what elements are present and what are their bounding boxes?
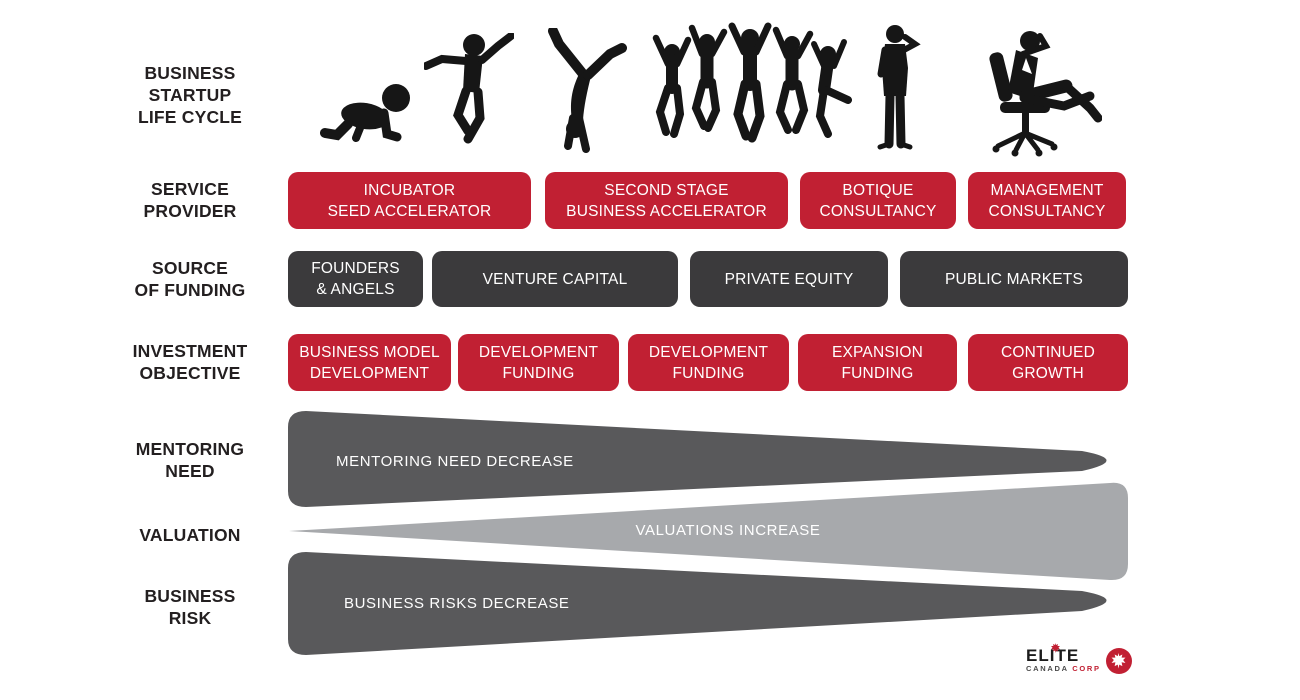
businessman-on-phone-icon xyxy=(877,25,921,150)
cartwheel-teen-icon xyxy=(548,28,627,153)
maple-leaf-icon xyxy=(1111,652,1126,668)
box-expansion-funding: EXPANSION FUNDING xyxy=(798,334,957,391)
box-botique-consultancy: BOTIQUE CONSULTANCY xyxy=(800,172,956,229)
jumping-child-icon xyxy=(424,33,514,144)
risk-arrow-label: BUSINESS RISKS DECREASE xyxy=(344,595,570,612)
label-source-of-funding: SOURCE OF FUNDING xyxy=(134,258,246,300)
label-service-provider: SERVICE PROVIDER xyxy=(143,179,237,221)
label-valuation: VALUATION xyxy=(139,525,241,545)
box-incubator-seed-accelerator: INCUBATOR SEED ACCELERATOR xyxy=(288,172,531,229)
label-investment-objective: INVESTMENT OBJECTIVE xyxy=(132,341,248,383)
celebrating-group-icon xyxy=(652,22,852,143)
valuations-increase-arrow xyxy=(289,482,1128,581)
box-continued-growth: CONTINUED GROWTH xyxy=(968,334,1128,391)
box-public-markets: PUBLIC MARKETS xyxy=(900,251,1128,307)
maple-leaf-badge xyxy=(1105,648,1132,674)
crawling-baby-icon xyxy=(320,84,410,142)
business-risk-decrease-arrow xyxy=(288,552,1107,655)
label-business-startup-life-cycle: BUSINESS STARTUP LIFE CYCLE xyxy=(137,63,243,127)
box-development-funding-1: DEVELOPMENT FUNDING xyxy=(458,334,619,391)
logo-wordmark: ELITE xyxy=(1026,646,1080,665)
executive-in-chair-icon xyxy=(989,31,1102,157)
mentoring-decrease-arrow xyxy=(288,411,1107,507)
box-private-equity: PRIVATE EQUITY xyxy=(690,251,888,307)
box-founders-angels: FOUNDERS & ANGELS xyxy=(288,251,423,307)
mentoring-arrow-label: MENTORING NEED DECREASE xyxy=(336,453,574,470)
logo: ELITE CANADA CORP xyxy=(1026,643,1132,674)
valuation-arrow-label: VALUATIONS INCREASE xyxy=(635,522,821,539)
logo-text-block: ELITE CANADA CORP xyxy=(1026,643,1101,674)
box-venture-capital: VENTURE CAPITAL xyxy=(432,251,678,307)
label-mentoring-need: MENTORING NEED xyxy=(135,439,245,481)
box-development-funding-2: DEVELOPMENT FUNDING xyxy=(628,334,789,391)
small-maple-leaf-icon xyxy=(1051,643,1060,653)
box-management-consultancy: MANAGEMENT CONSULTANCY xyxy=(968,172,1126,229)
box-business-model-development: BUSINESS MODEL DEVELOPMENT xyxy=(288,334,451,391)
logo-subtitle: CANADA CORP xyxy=(1026,664,1101,673)
label-business-risk: BUSINESS RISK xyxy=(144,586,236,628)
box-second-stage-business-accelerator: SECOND STAGE BUSINESS ACCELERATOR xyxy=(545,172,788,229)
